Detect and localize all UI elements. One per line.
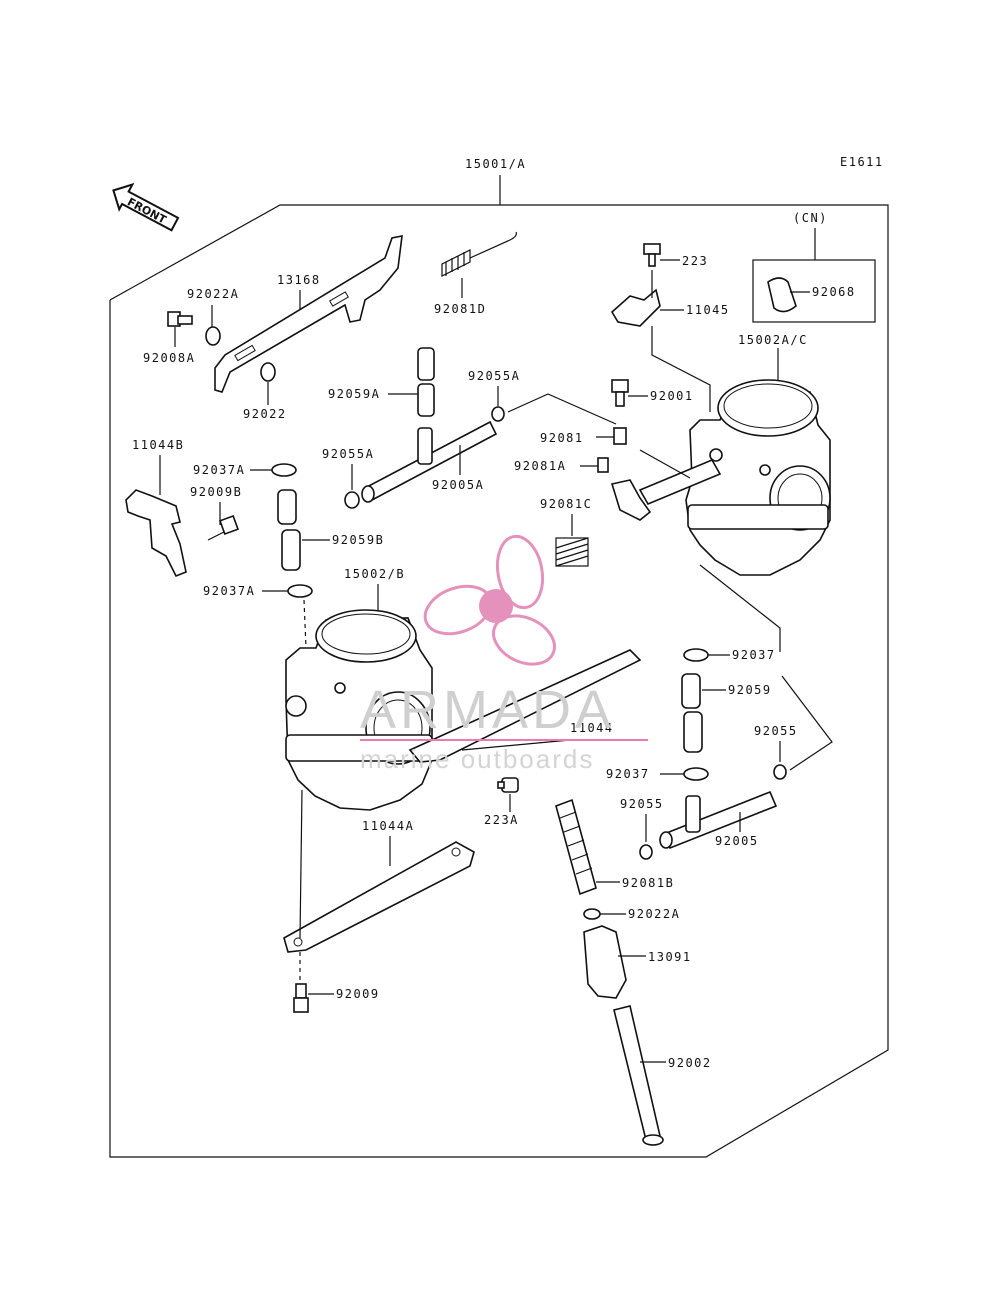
label-92059b: 92059B (332, 533, 384, 547)
label-92055-r2: 92055 (620, 797, 664, 811)
clip-92037-r2 (683, 767, 709, 781)
clip-92037a-bot (287, 584, 313, 598)
cn-label: (CN) (793, 211, 828, 225)
clip-92037a-top (271, 463, 297, 477)
label-92005: 92005 (715, 834, 759, 848)
tube-92059-r (681, 673, 703, 753)
label-92009b: 92009B (190, 485, 242, 499)
washer-92022-bot (260, 362, 276, 382)
oring-92055a-mid (344, 491, 360, 509)
label-223: 223 (682, 254, 708, 268)
washer-92022-top (205, 326, 221, 346)
pipe-92005a (361, 420, 498, 503)
label-92081d: 92081D (434, 302, 486, 316)
screw-92009b (207, 515, 239, 541)
label-11044: 11044 (570, 721, 614, 735)
label-92002: 92002 (668, 1056, 712, 1070)
shaft-right (610, 458, 722, 521)
label-13168: 13168 (277, 273, 321, 287)
label-92055a-top: 92055A (468, 369, 520, 383)
frame-border (109, 204, 889, 1158)
screw-92002 (613, 1005, 664, 1146)
screw-223a (497, 777, 519, 793)
label-15002ac: 15002A/C (738, 333, 808, 347)
label-92037-r: 92037 (732, 648, 776, 662)
plate-11044a (283, 841, 475, 953)
spring-92081d (441, 231, 517, 277)
label-92055-r: 92055 (754, 724, 798, 738)
label-11044b: 11044B (132, 438, 184, 452)
label-92081c: 92081C (540, 497, 592, 511)
cap-92068 (767, 277, 797, 313)
label-92068: 92068 (812, 285, 856, 299)
washer-92022a (583, 908, 601, 920)
screw-223 (643, 243, 661, 267)
label-92081b: 92081B (622, 876, 674, 890)
watermark-tagline: marine outboards (360, 744, 594, 774)
watermark-brand: ARMADA (360, 680, 615, 740)
bracket-11044b (125, 489, 187, 578)
assembly-label: 15001/A (465, 157, 526, 171)
carburetor-15002ac (685, 379, 831, 576)
bracket-13168 (214, 234, 403, 393)
label-92022-bot: 92022 (243, 407, 287, 421)
label-92022a: 92022A (628, 907, 680, 921)
bracket-11045 (610, 288, 661, 327)
cn-box (752, 259, 876, 323)
diagram-code: E1611 (840, 155, 884, 169)
label-92022-top: 92022A (187, 287, 239, 301)
label-11045: 11045 (686, 303, 730, 317)
front-label: FRONT (125, 195, 169, 226)
tube-92059a (417, 347, 435, 417)
label-92009: 92009 (336, 987, 380, 1001)
label-92059a: 92059A (328, 387, 380, 401)
spring-92081 (613, 427, 627, 445)
carburetor-15002b (285, 609, 433, 811)
holder-13091 (583, 925, 627, 999)
label-92008a: 92008A (143, 351, 195, 365)
tube-92059b (277, 489, 301, 571)
spring-92081a (597, 457, 609, 473)
label-11044a: 11044A (362, 819, 414, 833)
spring-92081c (555, 537, 589, 567)
pipe-92005 (659, 790, 778, 850)
label-92001: 92001 (650, 389, 694, 403)
label-92059-r: 92059 (728, 683, 772, 697)
oring-92055-r2 (639, 844, 653, 860)
oring-92055-r (773, 764, 787, 780)
front-arrow-icon: FRONT (112, 182, 180, 232)
label-15002b: 15002/B (344, 567, 405, 581)
label-92055a-mid: 92055A (322, 447, 374, 461)
bolt-92008a (167, 311, 193, 327)
spring-92081b (555, 798, 597, 896)
screw-92009 (293, 983, 309, 1013)
label-92081a: 92081A (514, 459, 566, 473)
label-92037a-bot: 92037A (203, 584, 255, 598)
screw-92001 (611, 379, 629, 407)
label-92081: 92081 (540, 431, 584, 445)
label-92037a-top: 92037A (193, 463, 245, 477)
oring-92055a-top (491, 406, 505, 422)
label-13091: 13091 (648, 950, 692, 964)
label-92037-r2: 92037 (606, 767, 650, 781)
label-223a: 223A (484, 813, 519, 827)
linkbar-11044 (408, 649, 642, 763)
armada-logo (423, 534, 556, 666)
clip-92037-r (683, 648, 709, 662)
label-92005a: 92005A (432, 478, 484, 492)
